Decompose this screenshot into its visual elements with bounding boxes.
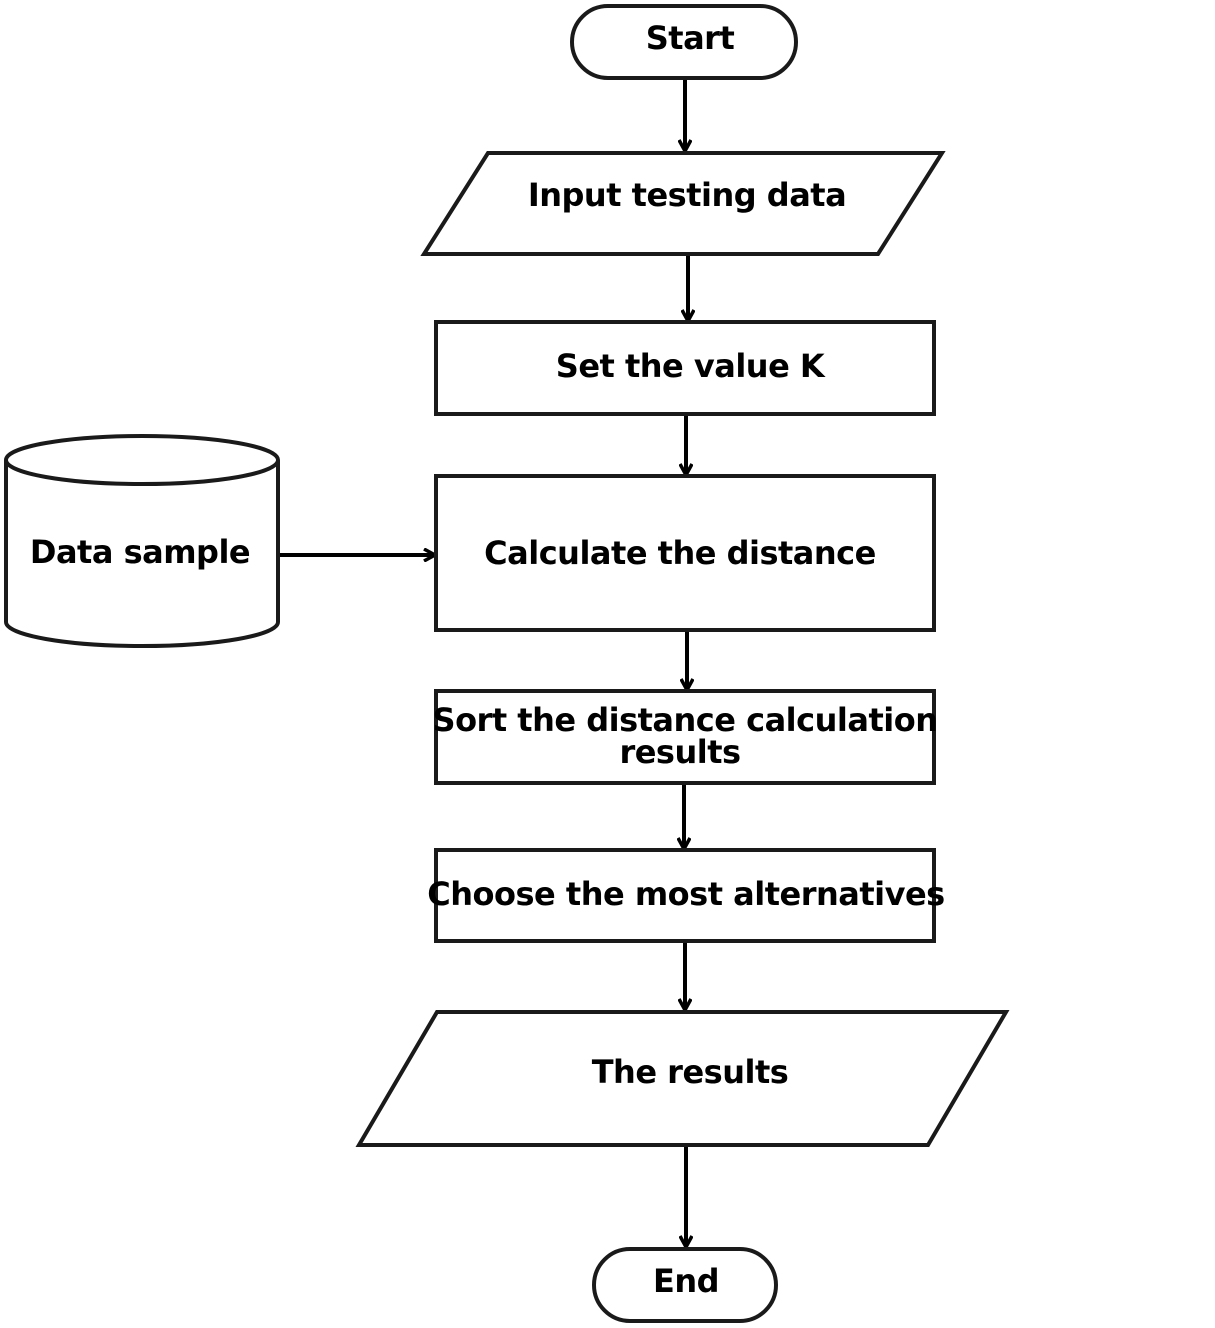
sort-results-node: Sort the distance calculation results [433, 689, 938, 785]
choose-alternatives-label: Choose the most alternatives [427, 875, 944, 913]
input-testing-data-label: Input testing data [528, 176, 846, 214]
calculate-distance-node: Calculate the distance [434, 474, 936, 632]
choose-alternatives-node: Choose the most alternatives [427, 848, 945, 943]
input-testing-data-node: Input testing data [420, 151, 946, 256]
calculate-distance-label: Calculate the distance [484, 534, 876, 572]
set-value-k-node: Set the value K [434, 320, 936, 416]
set-value-k-label: Set the value K [556, 347, 826, 385]
start-label: Start [646, 19, 735, 57]
data-sample-label: Data sample [30, 533, 250, 571]
end-node: End [592, 1247, 778, 1323]
results-label: The results [592, 1053, 789, 1091]
start-node: Start [570, 4, 798, 80]
sort-results-label-line2: results [619, 733, 740, 771]
results-node: The results [355, 1010, 1010, 1147]
data-sample-node: Data sample [4, 434, 280, 648]
sort-results-label-line1: Sort the distance calculation [433, 701, 938, 739]
end-label: End [653, 1262, 719, 1300]
